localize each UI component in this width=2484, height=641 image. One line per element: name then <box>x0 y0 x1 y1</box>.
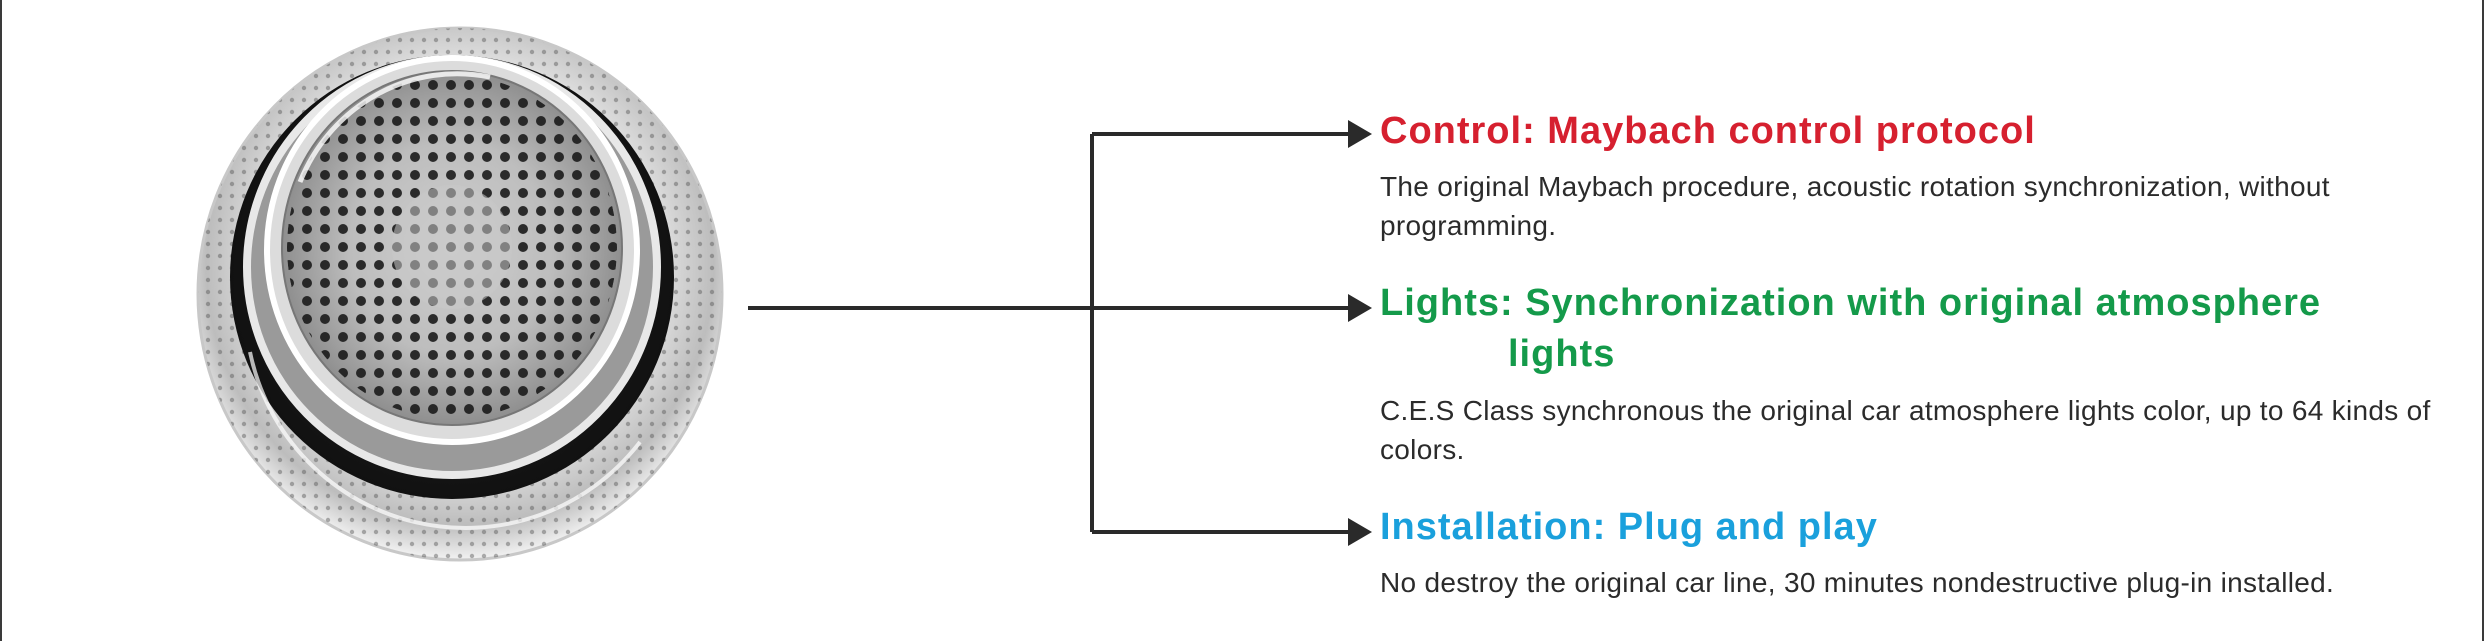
feature-control-body: The original Maybach procedure, acoustic… <box>1380 171 2330 242</box>
feature-lights-heading-line2: lights <box>1508 333 1616 376</box>
feature-installation-heading: Installation: Plug and play <box>1380 506 1878 548</box>
feature-control: Control: Maybach control protocol The or… <box>1380 106 2470 246</box>
feature-lights-heading: Lights: Synchronization with original at… <box>1380 278 2470 381</box>
feature-lights: Lights: Synchronization with original at… <box>1380 278 2470 469</box>
feature-lights-body: C.E.S Class synchronous the original car… <box>1380 394 2431 465</box>
feature-installation-body: No destroy the original car line, 30 min… <box>1380 567 2335 599</box>
speaker-grille-icon <box>196 26 724 562</box>
feature-installation: Installation: Plug and play No destroy t… <box>1380 502 2470 602</box>
feature-control-heading: Control: Maybach control protocol <box>1380 110 2036 152</box>
feature-lights-heading-line1: Lights: Synchronization with original at… <box>1380 282 2322 324</box>
